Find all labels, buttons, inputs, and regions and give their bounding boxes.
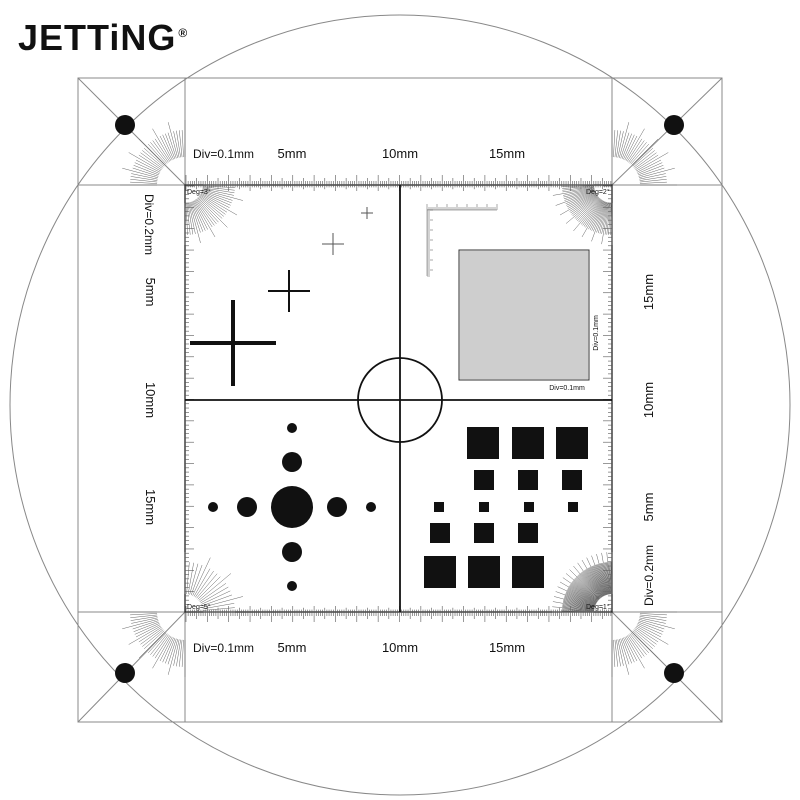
ruler-right-label-15: 15mm — [641, 274, 656, 310]
ruler-bottom-div-label: Div=0.1mm — [193, 641, 254, 655]
ruler-top-label-15: 15mm — [489, 146, 525, 161]
grid-pattern — [459, 250, 589, 380]
ruler-left-label-15: 15mm — [143, 489, 158, 525]
deg-label-bottom-left: Deg=5° — [187, 603, 211, 611]
cross-large — [190, 300, 276, 386]
ruler-right-label-5: 5mm — [641, 493, 656, 522]
cross-medium — [268, 270, 310, 312]
deg-label-top-left: Deg=3° — [187, 188, 211, 196]
ruler-bottom-label-15: 15mm — [489, 640, 525, 655]
ruler-top-ticks — [185, 175, 612, 191]
corner-dot-top-left — [115, 115, 135, 135]
grid-label-vertical: Div=0.1mm — [593, 315, 600, 351]
corner-dot-bottom-right — [664, 663, 684, 683]
deg-label-bottom-right: Deg=1° — [586, 603, 610, 611]
grid-pattern-border — [458, 249, 590, 381]
ruler-top-label-10: 10mm — [382, 146, 418, 161]
ruler-top-div-label: Div=0.1mm — [193, 147, 254, 161]
registered-mark: ® — [178, 26, 189, 40]
ruler-left-label-5: 5mm — [143, 278, 158, 307]
ruler-right-ticks — [603, 185, 612, 610]
ruler-bottom-label-5: 5mm — [278, 640, 307, 655]
mini-l-ruler — [426, 204, 498, 277]
cross-small — [322, 233, 344, 255]
ruler-bottom-ticks — [185, 606, 612, 622]
ruler-right-div-label: Div=0.2mm — [642, 545, 656, 606]
angle-fans — [120, 120, 677, 677]
brand-logo: JETTiNG® — [18, 20, 188, 56]
cross-tiny — [361, 207, 373, 219]
ruler-left-ticks — [185, 185, 194, 610]
ruler-left-div-label: Div=0.2mm — [142, 194, 156, 255]
ruler-right-label-10: 10mm — [641, 382, 656, 418]
corner-dot-top-right — [664, 115, 684, 135]
brand-name: JETTiNG — [18, 17, 177, 58]
dot-pattern — [208, 423, 376, 591]
square-pattern — [424, 427, 588, 588]
ruler-left-label-10: 10mm — [143, 382, 158, 418]
outer-circle — [9, 14, 791, 796]
grid-label-horizontal: Div=0.1mm — [549, 385, 585, 392]
deg-label-top-right: Deg=2° — [586, 188, 610, 196]
center-reticle-circle — [357, 357, 443, 443]
corner-dot-bottom-left — [115, 663, 135, 683]
ruler-bottom-label-10: 10mm — [382, 640, 418, 655]
inner-square — [184, 184, 613, 613]
ruler-top-label-5: 5mm — [278, 146, 307, 161]
